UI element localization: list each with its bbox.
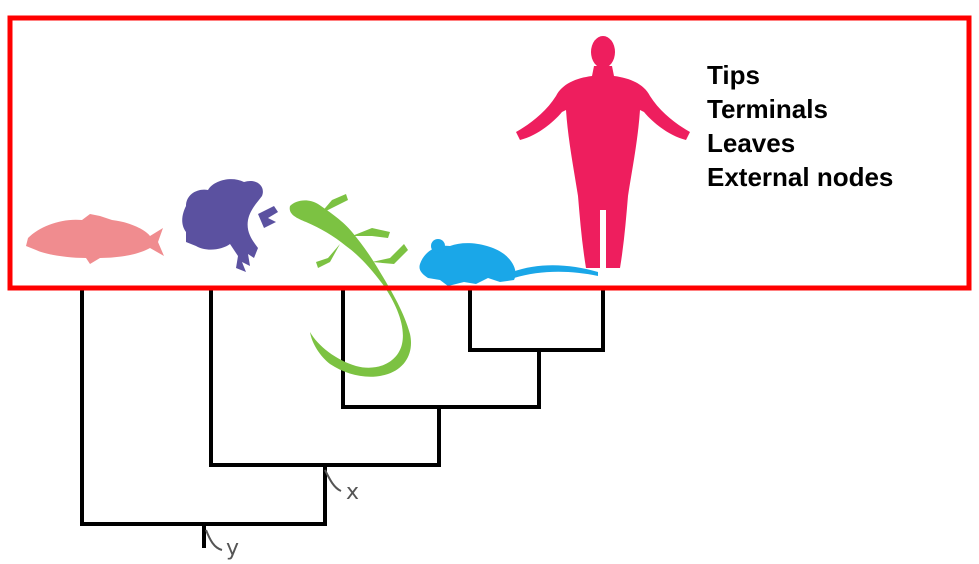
node-x-label: x <box>346 480 360 505</box>
term-tips: Tips <box>707 60 760 90</box>
node-y-label: y <box>226 536 240 561</box>
branch-fish-clade <box>80 288 327 526</box>
tips-highlight-box <box>7 15 972 291</box>
mouse-silhouette <box>419 239 598 286</box>
term-external-nodes: External nodes <box>707 162 894 192</box>
tree-branches <box>80 288 605 548</box>
fish-silhouette <box>26 214 164 264</box>
node-y-pointer <box>205 529 223 551</box>
node-x-pointer <box>324 469 342 492</box>
terminology-list: Tips Terminals Leaves External nodes <box>707 58 893 194</box>
lizard-silhouette <box>289 194 412 377</box>
term-leaves: Leaves <box>707 128 796 158</box>
branch-mouse-human <box>468 288 605 352</box>
human-silhouette <box>516 36 690 268</box>
branch-frog-clade <box>209 288 441 467</box>
term-terminals: Terminals <box>707 94 828 124</box>
frog-silhouette <box>182 179 278 272</box>
